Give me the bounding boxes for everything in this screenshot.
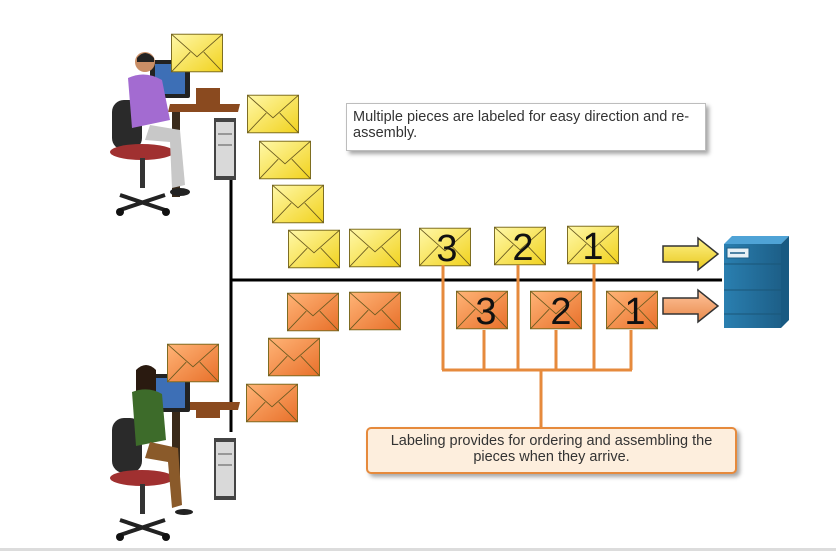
yellow-packet-stream: 3 2 1: [171, 33, 619, 270]
envelope-icon: [349, 291, 401, 331]
yellow-label-3: 3: [436, 228, 457, 270]
envelope-icon: [349, 228, 401, 268]
bottom-workstation-user: [110, 365, 240, 541]
label-bracket: [441, 264, 633, 428]
envelope-icon: [167, 343, 219, 383]
envelope-icon: [259, 140, 311, 180]
callout-multiple-pieces: Multiple pieces are labeled for easy dir…: [346, 103, 706, 151]
orange-packet-stream: 3 2 1: [167, 290, 658, 423]
callout-labeling: Labeling provides for ordering and assem…: [366, 427, 737, 474]
envelope-icon: [268, 337, 320, 377]
envelope-icon: [272, 184, 324, 224]
yellow-arrow-icon: [662, 236, 720, 272]
orange-label-3: 3: [475, 291, 496, 333]
orange-arrow-icon: [662, 288, 720, 324]
orange-label-2: 2: [550, 291, 571, 333]
envelope-icon: [171, 33, 223, 73]
envelope-icon: [247, 94, 299, 134]
envelope-icon: [287, 292, 339, 332]
network-cabling: [229, 150, 722, 432]
bottom-divider: [0, 548, 836, 551]
top-workstation-user: [110, 52, 240, 216]
envelope-icon: [288, 229, 340, 269]
yellow-label-2: 2: [512, 227, 533, 269]
envelope-icon: [246, 383, 298, 423]
yellow-label-1: 1: [582, 226, 603, 268]
server-icon: [724, 236, 789, 328]
orange-label-1: 1: [624, 291, 645, 333]
